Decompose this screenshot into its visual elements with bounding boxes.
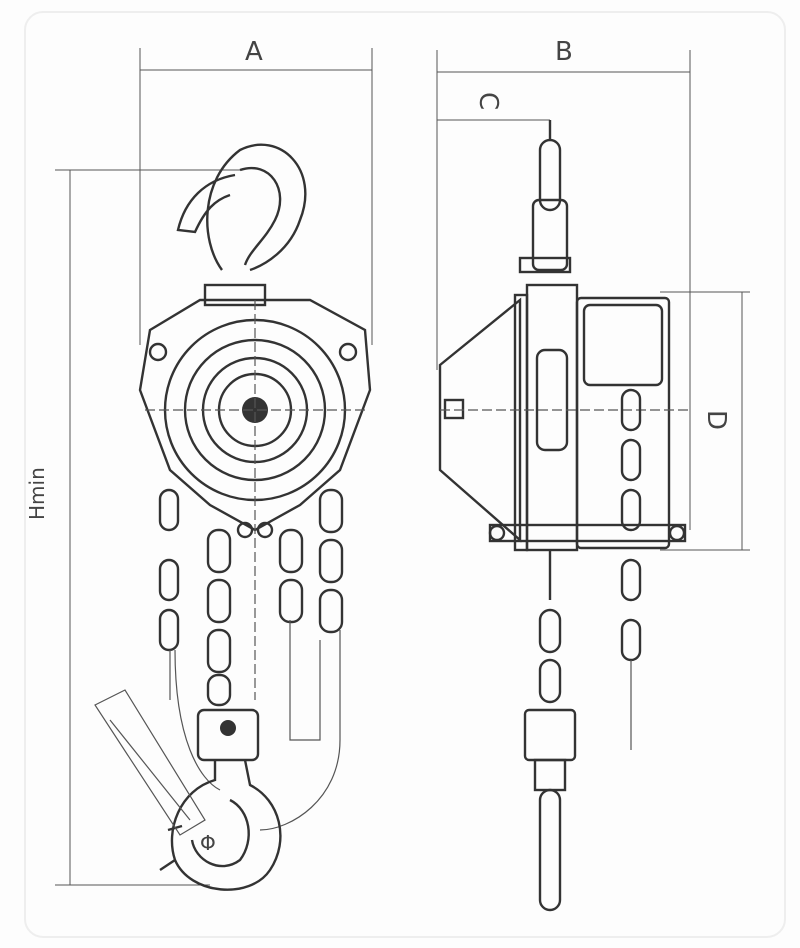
label-c: C	[473, 92, 503, 110]
dimension-hmin: Hmin	[25, 169, 240, 886]
label-a: A	[245, 37, 263, 67]
dimension-d: D	[660, 291, 750, 551]
front-view: Φ	[94, 143, 372, 891]
label-b: B	[555, 37, 573, 67]
frame	[24, 11, 786, 938]
dimension-c: C	[437, 92, 550, 121]
label-phi: Φ	[200, 831, 216, 855]
dimension-b: B	[436, 37, 691, 530]
label-hmin: Hmin	[25, 467, 49, 520]
dimension-a: A	[139, 37, 373, 345]
label-d: D	[701, 410, 731, 430]
side-view	[438, 120, 690, 912]
